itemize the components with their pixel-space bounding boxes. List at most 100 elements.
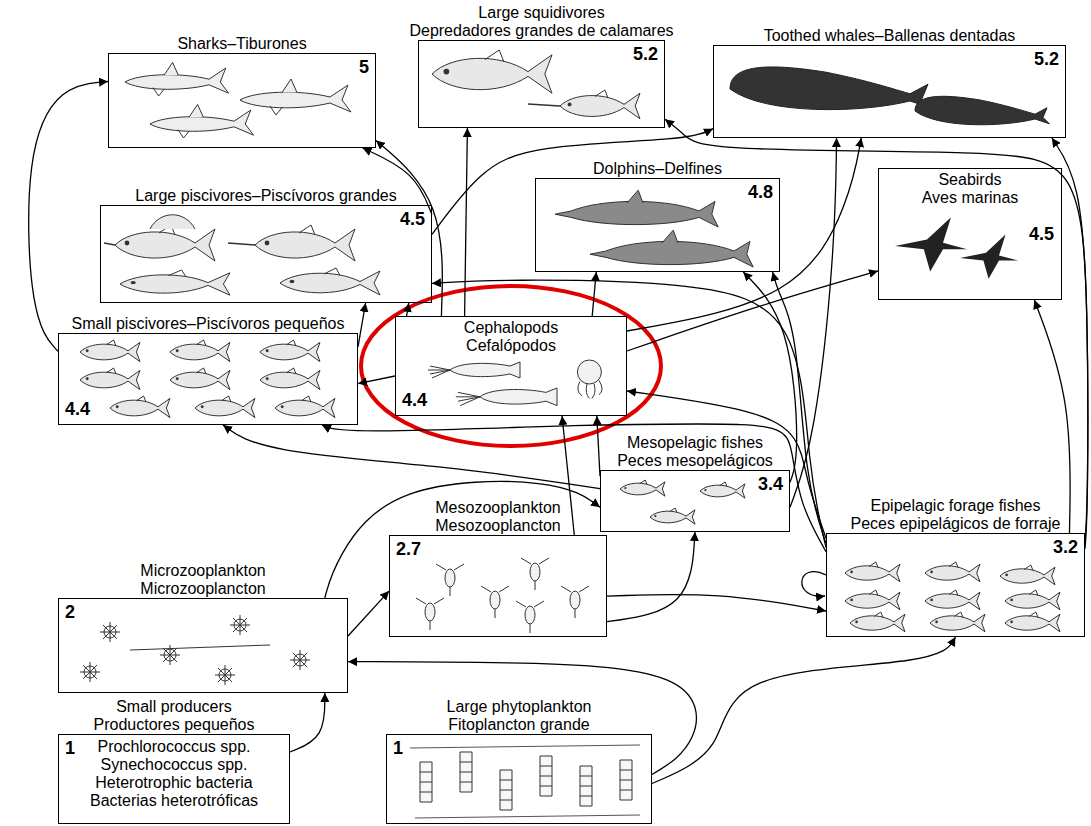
trophic-group-box: Mesopelagic fishesPeces mesopelágicos3.4 xyxy=(600,470,790,532)
label-group: Sharks–Tiburones xyxy=(176,35,307,53)
group-name: Mesozooplankton xyxy=(434,499,561,517)
group-name: Cephalopods xyxy=(463,319,559,337)
plankton-drawing xyxy=(230,615,250,635)
member-name: Prochlorococcus spp. xyxy=(89,738,259,756)
trophic-group-box: Dolphins–Delfines4.8 xyxy=(535,178,780,272)
fish-drawing xyxy=(845,590,900,610)
label-group: Dolphins–Delfines xyxy=(592,160,723,178)
group-name: Mesopelagic fishes xyxy=(616,434,774,452)
swordfish-bill xyxy=(528,104,560,106)
group-name: Peces mesopelágicos xyxy=(616,452,774,470)
label-group: SeabirdsAves marinas xyxy=(921,171,1020,207)
fish-drawing xyxy=(1000,565,1055,585)
diatom-drawing xyxy=(540,756,552,796)
pilot-whale-drawing xyxy=(915,96,1049,124)
trophic-group-box: CephalopodsCefalópodos 4.4 xyxy=(395,316,627,416)
label-group: CephalopodsCefalópodos xyxy=(463,319,559,355)
group-name: Mesozooplancton xyxy=(434,517,561,535)
trophic-level: 2 xyxy=(63,602,77,622)
trophic-level: 1 xyxy=(63,738,77,758)
group-name: Cefalópodos xyxy=(463,337,559,355)
plankton-drawing xyxy=(130,645,270,650)
group-name: Large phytoplankton xyxy=(446,698,593,716)
feeding-arrow xyxy=(562,416,574,535)
seabird-drawing xyxy=(960,235,1019,279)
fish-drawing xyxy=(850,612,905,632)
plankton-drawing xyxy=(215,665,235,685)
tuna-drawing xyxy=(280,268,380,295)
group-name: Epipelagic forage fishes xyxy=(850,497,1062,515)
fish-drawing xyxy=(80,368,140,390)
feeding-arrow xyxy=(432,129,713,235)
group-name: Large squidivores xyxy=(408,4,674,22)
feeding-arrow xyxy=(325,481,600,598)
feeding-arrow xyxy=(29,82,108,352)
group-name: Productores pequeños xyxy=(93,716,256,734)
feeding-arrow xyxy=(607,532,695,622)
trophic-level: 2.7 xyxy=(394,539,423,559)
trophic-level: 4.5 xyxy=(398,209,427,229)
wahoo-drawing xyxy=(120,270,230,295)
group-name: Aves marinas xyxy=(921,189,1020,207)
trophic-group-box: Small piscivores–Piscívoros pequeños4.4 xyxy=(58,333,358,425)
feeding-arrow xyxy=(790,138,837,507)
group-name: Sharks–Tiburones xyxy=(176,35,307,53)
seabird-drawing xyxy=(895,217,967,271)
fish-drawing xyxy=(1005,590,1060,610)
group-name: Dolphins–Delfines xyxy=(592,160,723,178)
trophic-level: 4.4 xyxy=(63,399,92,419)
member-name: Heterotrophic bacteria xyxy=(89,774,259,792)
squid-drawing xyxy=(456,388,557,406)
group-name: Small producers xyxy=(93,698,256,716)
group-name: Peces epipelágicos de forraje xyxy=(850,515,1062,533)
feeding-arrow xyxy=(348,591,389,636)
trophic-group-box: Epipelagic forage fishesPeces epipelágic… xyxy=(826,533,1085,637)
feeding-arrow xyxy=(376,140,442,316)
label-group: Mesopelagic fishesPeces mesopelágicos xyxy=(616,434,774,470)
diatom-drawing xyxy=(420,762,432,802)
trophic-level: 3.2 xyxy=(1051,537,1080,557)
self-loop-arrow xyxy=(802,572,826,597)
fish-drawing xyxy=(170,340,230,362)
trophic-group-box: Large phytoplanktonFitoplancton grande1 xyxy=(386,734,652,824)
feeding-arrow xyxy=(592,272,596,316)
copepod-drawing xyxy=(521,558,549,590)
trophic-group-box: Large squidivoresDepredadores grandes de… xyxy=(418,40,665,128)
fish-drawing xyxy=(650,508,695,524)
highlight-ellipse xyxy=(361,286,661,446)
fish-drawing xyxy=(930,612,985,632)
fish-drawing xyxy=(260,340,320,362)
feeding-arrow xyxy=(358,376,395,384)
marlin-bill xyxy=(228,243,255,245)
copepod-drawing xyxy=(416,598,444,630)
copepod-drawing xyxy=(561,586,589,618)
fish-drawing xyxy=(700,482,745,498)
fish-drawing xyxy=(260,368,320,390)
trophic-level: 3.4 xyxy=(756,474,785,494)
feeding-arrow xyxy=(773,272,826,543)
feeding-arrow xyxy=(432,280,826,547)
marlin-drawing xyxy=(255,225,355,261)
copepod-drawing xyxy=(516,601,544,633)
fish-drawing xyxy=(925,590,980,610)
trophic-level: 4.4 xyxy=(400,390,429,410)
plankton-drawing xyxy=(100,622,120,642)
group-name: Small piscivores–Piscívoros pequeños xyxy=(70,315,345,333)
trophic-level: 5.2 xyxy=(1032,49,1061,69)
trophic-level: 5 xyxy=(357,57,371,77)
group-name: Fitoplancton grande xyxy=(446,716,593,734)
feeding-arrow xyxy=(223,425,600,489)
group-name: Toothed whales–Ballenas dentadas xyxy=(763,27,1017,45)
feeding-arrow xyxy=(322,424,826,552)
trophic-group-box: Large piscivores–Piscívoros grandes4.5 xyxy=(100,205,432,303)
fish-drawing xyxy=(275,396,335,418)
diatom-drawing xyxy=(580,766,592,806)
feeding-arrow xyxy=(1052,138,1088,541)
shark-drawing xyxy=(125,62,229,96)
label-group: Prochlorococcus spp.Synechococcus spp.He… xyxy=(89,738,259,810)
feeding-arrow xyxy=(627,271,878,351)
shark-drawing xyxy=(240,79,351,115)
fish-drawing xyxy=(80,340,140,362)
label-group: Epipelagic forage fishesPeces epipelágic… xyxy=(850,497,1062,533)
